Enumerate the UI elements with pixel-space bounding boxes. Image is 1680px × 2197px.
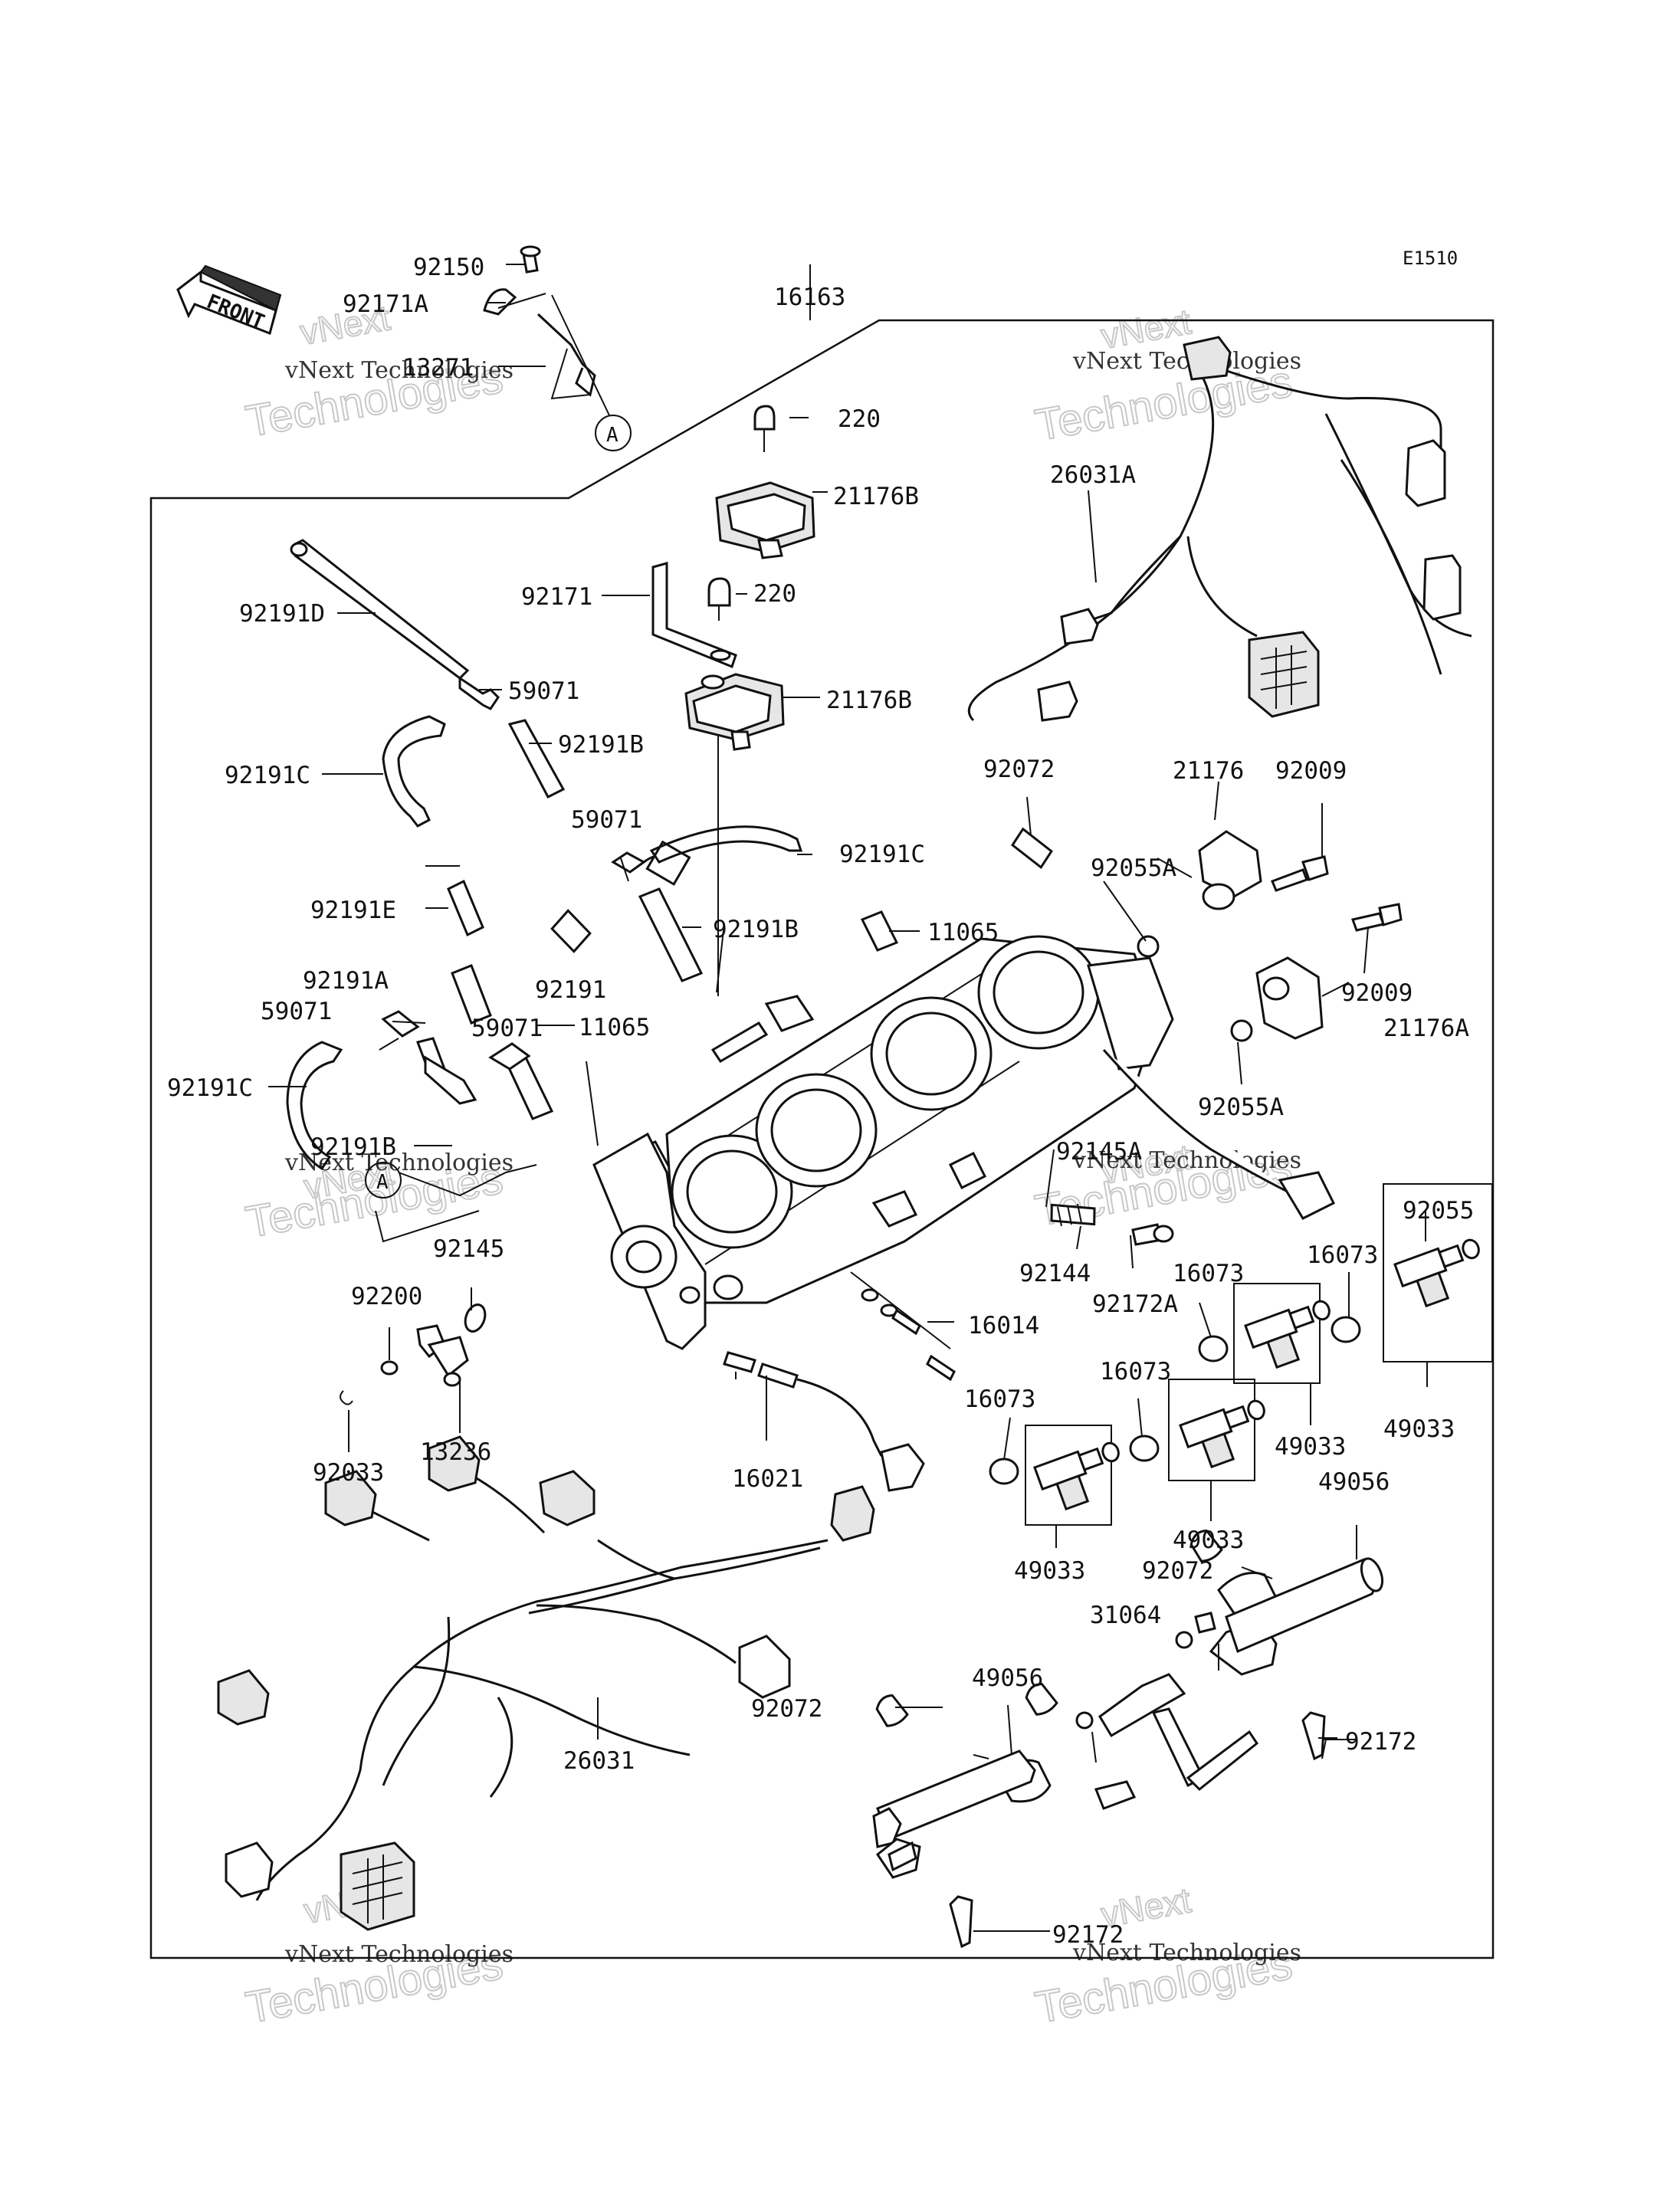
label-92191b-mid: 92191B xyxy=(713,916,799,943)
watermark-text: vNext Technologies xyxy=(1072,1147,1301,1174)
label-92033: 92033 xyxy=(313,1459,384,1487)
label-92191: 92191 xyxy=(535,976,606,1004)
label-26031: 26031 xyxy=(563,1747,635,1775)
callout-a: A xyxy=(606,424,619,447)
label-59071-mid: 59071 xyxy=(571,806,642,834)
label-16073-c: 16073 xyxy=(1100,1358,1171,1385)
label-26031a: 26031A xyxy=(1050,461,1136,489)
label-92072-lower: 92072 xyxy=(751,1695,822,1723)
watermark-text: vNext Technologies xyxy=(284,1941,514,1968)
label-92191d: 92191D xyxy=(239,600,325,628)
throttle-position-sensors xyxy=(1011,827,1403,1042)
label-92055: 92055 xyxy=(1403,1197,1474,1225)
label-220-upper: 220 xyxy=(838,405,881,433)
label-92150: 92150 xyxy=(413,254,484,281)
label-92191a: 92191A xyxy=(303,967,389,995)
label-16073-d: 16073 xyxy=(964,1385,1035,1413)
label-92171: 92171 xyxy=(521,583,592,611)
label-92009-top: 92009 xyxy=(1275,757,1347,785)
callout-a-letter: A xyxy=(376,1171,389,1194)
label-49033-b: 49033 xyxy=(1383,1415,1455,1443)
wire-harness-26031 xyxy=(217,1435,875,1931)
label-21176b-upper: 21176B xyxy=(833,483,919,510)
label-49033-c: 49033 xyxy=(1173,1526,1244,1554)
label-16163: 16163 xyxy=(774,284,845,311)
label-16073-a: 16073 xyxy=(1173,1260,1244,1287)
label-92009-mid: 92009 xyxy=(1341,979,1413,1007)
wire-harness-26031a xyxy=(967,336,1472,722)
label-49033-a: 49033 xyxy=(1275,1433,1346,1461)
watermark-text: vNext Technologies xyxy=(284,357,514,384)
label-92144: 92144 xyxy=(1019,1260,1091,1287)
label-92072-top: 92072 xyxy=(983,756,1055,783)
label-49056-right: 49056 xyxy=(1318,1468,1390,1496)
label-92191c-lower: 92191C xyxy=(167,1074,253,1102)
label-92191b-top: 92191B xyxy=(558,731,644,759)
label-92145a: 92145A xyxy=(1056,1138,1142,1166)
vacuum-hoses xyxy=(286,539,899,1193)
label-21176a: 21176A xyxy=(1383,1015,1469,1042)
fuel-rails xyxy=(872,1529,1384,1949)
label-11065-left: 11065 xyxy=(579,1014,650,1041)
label-21176b-lower: 21176B xyxy=(826,687,912,714)
label-92191c-left: 92191C xyxy=(225,762,310,789)
label-220-lower: 220 xyxy=(753,580,796,608)
label-16021: 16021 xyxy=(732,1465,803,1493)
label-92171a: 92171A xyxy=(343,290,428,318)
diagram-code: E1510 xyxy=(1403,248,1458,269)
label-21176: 21176 xyxy=(1173,757,1244,785)
label-59071-lower: 59071 xyxy=(471,1015,543,1042)
label-16073-b: 16073 xyxy=(1307,1241,1378,1269)
assembly-frame xyxy=(149,319,1495,1959)
label-16014: 16014 xyxy=(968,1312,1039,1340)
label-92172a: 92172A xyxy=(1092,1290,1178,1318)
injector-group xyxy=(989,1183,1493,1526)
label-92172-right: 92172 xyxy=(1345,1728,1416,1756)
bracket-top-left: A xyxy=(483,245,632,451)
label-59071-top: 59071 xyxy=(508,677,579,705)
label-92191e: 92191E xyxy=(310,897,396,924)
small-hardware xyxy=(340,1203,1174,1492)
label-49033-d: 49033 xyxy=(1014,1557,1085,1585)
label-11065-right: 11065 xyxy=(927,919,999,946)
label-92200: 92200 xyxy=(351,1283,422,1310)
map-sensor-lower xyxy=(651,562,785,751)
leader-lines xyxy=(268,264,1428,1932)
label-92145: 92145 xyxy=(433,1235,504,1263)
throttle-body-assembly xyxy=(592,935,1336,1350)
label-13271: 13271 xyxy=(402,354,474,382)
label-31064: 31064 xyxy=(1090,1602,1161,1629)
label-92055a-top: 92055A xyxy=(1091,854,1176,882)
label-49056-left: 49056 xyxy=(972,1664,1043,1692)
label-59071-left: 59071 xyxy=(261,998,332,1025)
callout-a-lower: A xyxy=(365,1162,537,1243)
part-labels: 92150 92171A 13271 16163 220 21176B 2603… xyxy=(167,254,1474,1949)
map-sensor-upper xyxy=(715,405,815,559)
label-92191c-mid: 92191C xyxy=(839,841,925,868)
watermark-text: vNext Technologies xyxy=(1072,1940,1301,1966)
label-92191b-lower: 92191B xyxy=(310,1133,396,1161)
label-92072-mid: 92072 xyxy=(1142,1557,1213,1585)
label-92055a-mid: 92055A xyxy=(1198,1094,1284,1121)
label-13236: 13236 xyxy=(420,1438,491,1466)
front-arrow-icon: FRONT xyxy=(176,264,282,336)
label-92172-bottom: 92172 xyxy=(1052,1921,1124,1949)
